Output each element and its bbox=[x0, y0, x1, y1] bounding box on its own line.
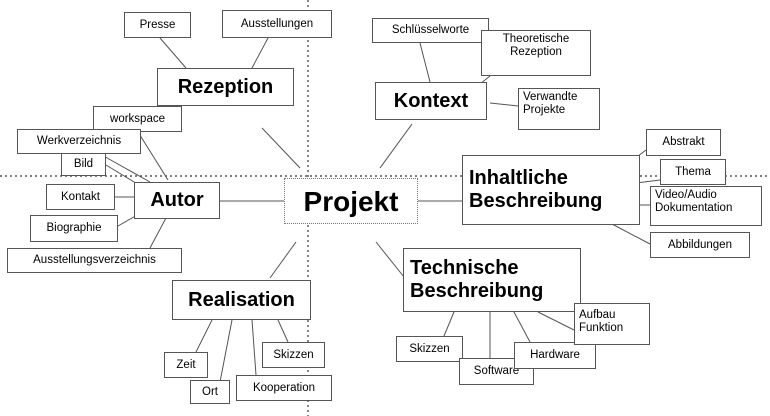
item-kooperation: Kooperation bbox=[236, 375, 332, 401]
connector-center-realisation bbox=[269, 241, 297, 279]
item-ausstellungsverzeichnis: Ausstellungsverzeichnis bbox=[7, 248, 182, 273]
category-rezeption: Rezeption bbox=[157, 68, 294, 106]
item-skizzen-technik: Skizzen bbox=[396, 336, 463, 362]
connector-autor-ausstellungsverzeichnis bbox=[149, 217, 167, 249]
item-presse: Presse bbox=[124, 12, 191, 38]
connector-realisation-zeit bbox=[195, 319, 213, 353]
item-schluesselworte: Schlüsselworte bbox=[372, 18, 489, 43]
item-workspace: workspace bbox=[93, 106, 182, 132]
connector-technik-hardware bbox=[513, 311, 531, 343]
connector-technik-aufbau bbox=[537, 311, 575, 331]
connector-center-technik bbox=[375, 241, 409, 283]
item-skizzen-realisation: Skizzen bbox=[262, 342, 325, 368]
connector-autor-workspace bbox=[137, 131, 169, 181]
item-biographie: Biographie bbox=[30, 215, 118, 242]
connector-realisation-kooperation bbox=[251, 319, 257, 376]
category-technische-beschreibung-label: Technische Beschreibung bbox=[410, 257, 544, 302]
connector-kontext-verwandte bbox=[489, 102, 519, 107]
item-zeit: Zeit bbox=[164, 352, 208, 378]
item-bild: Bild bbox=[61, 153, 106, 176]
category-inhaltliche-beschreibung: Inhaltliche Beschreibung bbox=[462, 155, 640, 225]
item-abbildungen: Abbildungen bbox=[650, 232, 750, 258]
category-technische-beschreibung: Technische Beschreibung bbox=[403, 248, 581, 312]
connector-center-rezeption bbox=[261, 127, 301, 169]
connector-kontext-schluesselworte bbox=[419, 42, 431, 83]
item-hardware: Hardware bbox=[514, 342, 596, 369]
category-kontext: Kontext bbox=[375, 82, 487, 120]
connector-realisation-skizzen bbox=[277, 319, 289, 343]
item-werkverzeichnis: Werkverzeichnis bbox=[17, 129, 141, 154]
item-ausstellungen: Ausstellungen bbox=[222, 10, 332, 38]
item-ort: Ort bbox=[190, 380, 230, 404]
connector-realisation-ort bbox=[219, 319, 233, 383]
item-verwandte-projekte-label: Verwandte Projekte bbox=[523, 91, 578, 116]
item-abstrakt: Abstrakt bbox=[646, 129, 721, 156]
item-aufbau-funktion-label: Aufbau Funktion bbox=[579, 309, 624, 334]
connector-rezeption-presse bbox=[159, 37, 187, 69]
connector-center-kontext bbox=[379, 123, 413, 169]
item-theoretische-rezeption: Theoretische Rezeption bbox=[481, 30, 591, 76]
item-aufbau-funktion: Aufbau Funktion bbox=[574, 303, 650, 345]
category-realisation: Realisation bbox=[172, 280, 311, 320]
category-autor: Autor bbox=[134, 182, 220, 219]
item-kontakt: Kontakt bbox=[46, 184, 115, 210]
category-inhaltliche-beschreibung-label: Inhaltliche Beschreibung bbox=[469, 167, 603, 212]
item-video-audio-dokumentation: Video/Audio Dokumentation bbox=[650, 186, 762, 226]
connector-inhalt-abbildungen bbox=[611, 223, 651, 245]
item-theoretische-rezeption-label: Theoretische Rezeption bbox=[502, 33, 570, 58]
connector-rezeption-ausstellungen bbox=[251, 37, 269, 69]
item-thema: Thema bbox=[660, 159, 726, 185]
connector-autor-werkverzeichnis bbox=[99, 153, 151, 183]
center-node-projekt: Projekt bbox=[284, 178, 418, 224]
item-verwandte-projekte: Verwandte Projekte bbox=[518, 88, 600, 130]
item-video-audio-dokumentation-label: Video/Audio Dokumentation bbox=[655, 189, 733, 214]
connector-technik-skizzen bbox=[443, 311, 455, 337]
